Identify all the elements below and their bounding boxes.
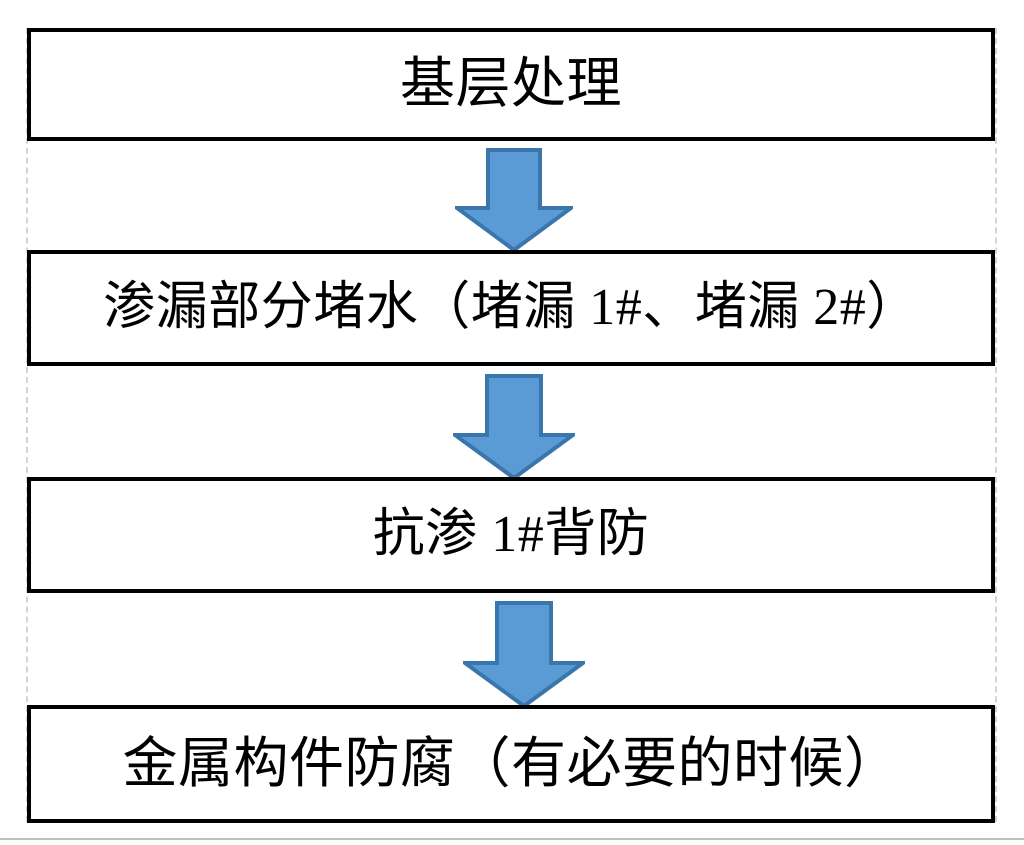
down-arrow-icon xyxy=(455,148,573,252)
flowchart-node-step-2[interactable]: 渗漏部分堵水（堵漏 1#、堵漏 2#） xyxy=(27,250,995,366)
flowchart-node-step-1[interactable]: 基层处理 xyxy=(27,28,995,141)
flowchart-node-label: 基层处理 xyxy=(399,53,622,115)
text-frame-guide-right xyxy=(995,28,997,822)
flowchart-node-step-3[interactable]: 抗渗 1#背防 xyxy=(27,477,995,593)
page-bottom-rule xyxy=(0,838,1024,840)
flowchart-node-label: 渗漏部分堵水（堵漏 1#、堵漏 2#） xyxy=(103,279,919,337)
flowchart-node-label: 金属构件防腐（有必要的时候） xyxy=(122,732,900,794)
down-arrow-icon xyxy=(453,374,575,480)
down-arrow-icon xyxy=(463,601,585,708)
flowchart-node-label: 抗渗 1#背防 xyxy=(372,506,650,564)
flowchart-node-step-4[interactable]: 金属构件防腐（有必要的时候） xyxy=(27,705,995,823)
text-frame-guide-left xyxy=(26,28,28,822)
